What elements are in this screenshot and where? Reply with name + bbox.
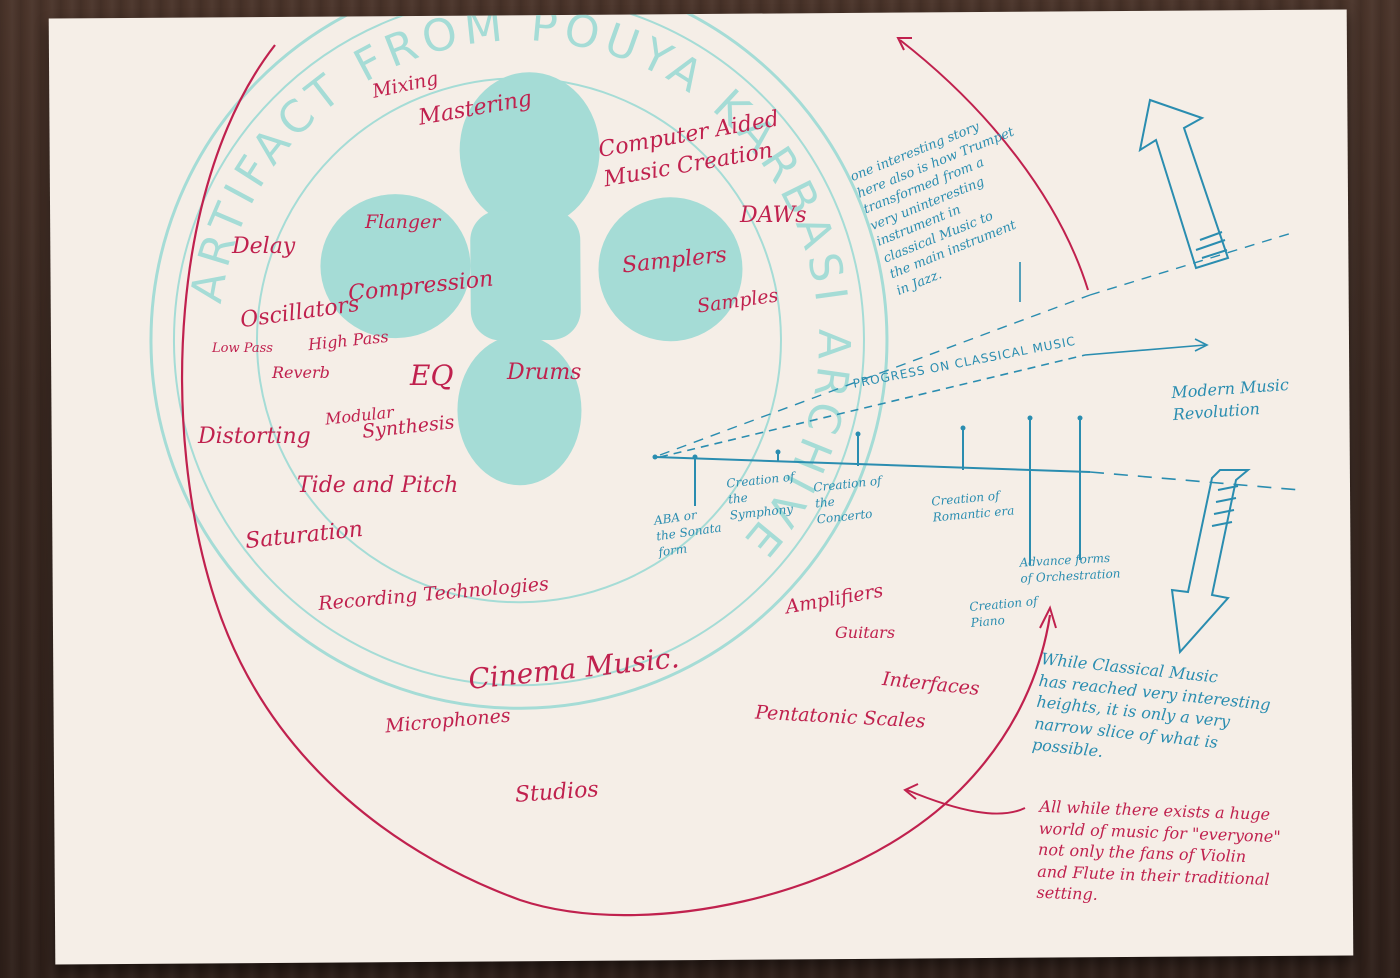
term-delay: Delay <box>232 234 296 259</box>
term-guitars: Guitars <box>835 623 896 642</box>
clover-lobe-top <box>459 72 600 229</box>
classical-timeline-dashed-extension <box>1089 471 1301 491</box>
up-arrow-hatch-3 <box>1201 249 1228 259</box>
down-arrow-hatch-3 <box>1213 509 1235 515</box>
red-upper-arc-arrowhead <box>896 37 912 51</box>
clover-lobe-right <box>598 197 743 342</box>
paper-sheet: ARTIFACT FROM POUYA KARBASI ARCHIVE <box>48 9 1354 965</box>
term-reverb: Reverb <box>272 363 330 382</box>
classical-progress-line <box>659 354 1086 458</box>
modern-music-revolution-label: Modern Music Revolution <box>1170 374 1290 424</box>
stamp-outer-ring <box>149 9 889 710</box>
up-arrow-hatch-1 <box>1199 231 1223 241</box>
up-arrow-outline <box>1138 98 1230 270</box>
up-double-arrow-icon <box>1138 98 1230 270</box>
term-studios: Studios <box>514 777 600 808</box>
term-tide-and-pitch: Tide and Pitch <box>297 473 459 498</box>
classical-progress-arrowhead <box>1194 338 1209 352</box>
stamp-middle-ring <box>172 9 865 687</box>
down-arrow-hatch-4 <box>1211 521 1233 527</box>
down-arrow-hatch-2 <box>1215 497 1237 503</box>
milestone-creation-of-piano: Creation of Piano <box>968 594 1039 631</box>
milestone-aba-sonata-form: ABA or the Sonata form <box>653 507 723 560</box>
clover-center <box>470 210 581 341</box>
term-eq: EQ <box>410 359 454 392</box>
up-arrow-hatch-2 <box>1195 239 1226 251</box>
timeline-origin-dot <box>652 454 658 460</box>
term-distorting: Distorting <box>198 424 311 449</box>
term-flanger: Flanger <box>365 211 441 233</box>
classical-progress-arrow-line <box>1084 344 1206 356</box>
classical-timeline-axis <box>654 456 1091 473</box>
clover-emblem <box>320 72 743 486</box>
timeline-milestone-dots <box>692 415 1083 460</box>
dot-piano <box>1077 415 1083 421</box>
down-arrow-hatch-1 <box>1217 485 1239 491</box>
timeline-milestone-ticks <box>694 418 1081 565</box>
dot-concerto <box>855 431 861 437</box>
clover-lobe-bottom <box>457 335 582 486</box>
world-of-music-note: All while there exists a huge world of m… <box>1036 796 1282 905</box>
upper-dashed-extension <box>1089 231 1296 296</box>
trumpet-note-guide-line <box>659 294 1091 456</box>
milestone-creation-of-concerto: Creation of the Concerto <box>812 473 883 527</box>
dot-symphony <box>775 449 781 455</box>
term-low-pass: Low Pass <box>212 341 273 356</box>
dot-romantic <box>960 425 966 431</box>
clover-lobe-left <box>320 194 471 339</box>
dot-advanced <box>1027 415 1033 421</box>
archive-stamp-watermark: ARTIFACT FROM POUYA KARBASI ARCHIVE <box>149 9 889 710</box>
down-double-arrow-icon <box>1170 469 1251 655</box>
term-daws: DAWs <box>740 203 807 228</box>
red-note-pointer-arrowhead <box>903 783 919 800</box>
red-note-pointer-arrow <box>906 789 1026 815</box>
milestone-advance-forms-of-orchestration: Advance forms of Orchestration <box>1019 550 1121 586</box>
red-enclosing-arc <box>181 44 1052 917</box>
red-arc-arrowhead <box>1039 605 1057 629</box>
term-drums: Drums <box>507 360 582 385</box>
dot-aba <box>692 454 698 460</box>
milestone-creation-of-symphony: Creation of the Symphony <box>725 469 796 523</box>
red-upper-arc <box>899 39 1089 291</box>
down-arrow-outline <box>1170 469 1251 655</box>
